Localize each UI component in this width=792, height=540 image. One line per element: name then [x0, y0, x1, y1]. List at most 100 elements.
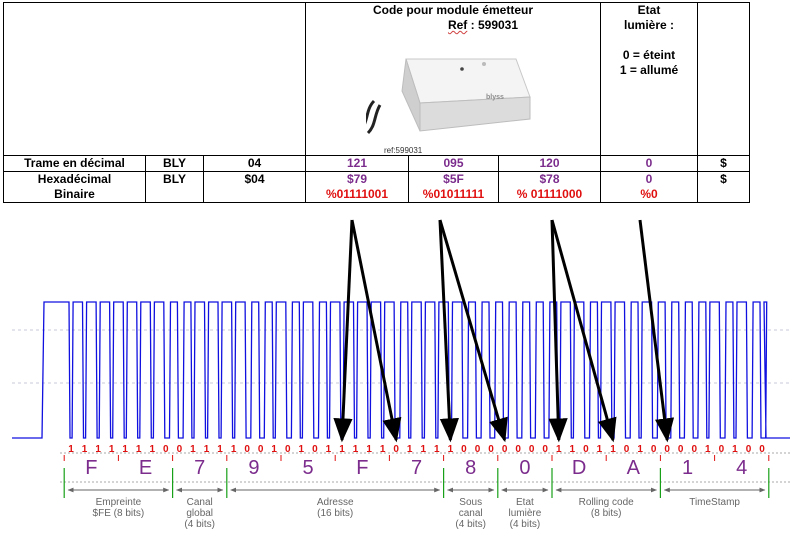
bit-label: 1 [407, 444, 413, 455]
field-label: (4 bits) [510, 519, 541, 530]
bit-label: 1 [556, 444, 562, 455]
device-ref-caption: ref:599031 [384, 146, 423, 155]
bit-label: 1 [732, 444, 738, 455]
bit-label: 0 [542, 444, 548, 455]
cell-hex-78: $78 % 01111000 [498, 171, 601, 203]
bit-label: 0 [488, 444, 494, 455]
hex-digit: 1 [682, 457, 693, 479]
bin-79: %01111001 [325, 187, 389, 201]
field-label: Sous [459, 497, 482, 508]
bit-label: 1 [448, 444, 454, 455]
bit-label: 0 [624, 444, 630, 455]
table-header-empty [3, 2, 306, 156]
bit-label: 1 [136, 444, 142, 455]
cell-hex-5f: $5F %01011111 [408, 171, 499, 203]
bit-label: 1 [380, 444, 386, 455]
frame-table: Code pour module émetteur Ref : 599031 b… [3, 2, 750, 203]
mapping-arrow [548, 219, 568, 443]
hex-digit: D [572, 457, 586, 479]
row-hex-bin-label: Hexadécimal Binaire [3, 171, 146, 203]
bin-78: % 01111000 [516, 187, 583, 201]
bit-label: 0 [678, 444, 684, 455]
hex-digit: 7 [194, 457, 205, 479]
bit-label: 0 [746, 444, 752, 455]
hex-digit: 9 [248, 457, 259, 479]
bit-label: 1 [353, 444, 359, 455]
bit-label: 0 [461, 444, 467, 455]
mapping-arrows [333, 219, 675, 443]
etat-header-cell: Etat lumière : 0 = éteint 1 = allumé [600, 2, 698, 156]
ref-word: Ref [447, 18, 468, 32]
cell-hex-79: $79 %01111001 [305, 171, 409, 203]
device-brand: blyss [486, 94, 504, 101]
etat-off-legend: 0 = éteint [622, 48, 676, 62]
mapping-arrow [550, 219, 617, 443]
bit-label: 0 [475, 444, 481, 455]
hex-digit-row [60, 452, 790, 483]
cell-decimal-120: 120 [498, 155, 601, 172]
hex-digit: 7 [411, 457, 422, 479]
transmitter-module-image: blyss [366, 58, 531, 135]
row-decimal-label: Trame en décimal [3, 155, 146, 172]
bit-label: 1 [610, 444, 616, 455]
hex-digit: 5 [303, 457, 314, 479]
bit-label: 0 [393, 444, 399, 455]
signal-trace [12, 301, 790, 439]
ref-value: : 599031 [467, 18, 519, 32]
row-bin-label: Binaire [54, 187, 95, 201]
bit-label: 0 [312, 444, 318, 455]
bit-label: 1 [95, 444, 101, 455]
bit-label: 0 [692, 444, 698, 455]
bit-label: 1 [150, 444, 156, 455]
field-label: Empreinte [96, 497, 142, 508]
bit-label: 1 [190, 444, 196, 455]
bit-label: 1 [597, 444, 603, 455]
bit-label: 1 [705, 444, 711, 455]
bit-label: 1 [122, 444, 128, 455]
etat-on-legend: 1 = allumé [619, 63, 679, 77]
cell-hex-bly: BLY [145, 171, 204, 203]
bit-label: 0 [502, 444, 508, 455]
bit-label: 0 [719, 444, 725, 455]
bit-label: 1 [204, 444, 210, 455]
table-header-last [697, 2, 750, 156]
field-label: (4 bits) [455, 519, 486, 530]
bit-label: 1 [570, 444, 576, 455]
bit-label: 1 [326, 444, 332, 455]
bit-label: 1 [109, 444, 115, 455]
etat-title-2: lumière : [623, 18, 674, 32]
hex-digit: F [85, 457, 97, 479]
table-row: Trame en décimal BLY 04 121 095 120 0 $ [3, 155, 750, 172]
cell-hex-04: $04 [203, 171, 306, 203]
bit-label: 0 [583, 444, 589, 455]
bit-label: 1 [68, 444, 74, 455]
bit-label: 0 [163, 444, 169, 455]
bit-label: 0 [529, 444, 535, 455]
field-label: Etat [516, 497, 534, 508]
bit-label: 0 [515, 444, 521, 455]
field-label: (4 bits) [184, 519, 215, 530]
field-label: $FE (8 bits) [93, 508, 145, 519]
hex-digit: 8 [465, 457, 476, 479]
hex-digit: F [356, 457, 368, 479]
hex-digit: E [139, 457, 152, 479]
signal-waveform [12, 301, 790, 439]
table-row: Hexadécimal Binaire BLY $04 $79 %0111100… [3, 171, 750, 203]
bit-label: 0 [651, 444, 657, 455]
bit-label: 1 [299, 444, 305, 455]
field-label: canal [459, 508, 483, 519]
ref-line: Ref : 599031 [306, 18, 600, 33]
code-title: Code pour module émetteur [372, 3, 533, 17]
hex-digit: A [627, 457, 641, 479]
field-label: (8 bits) [591, 508, 622, 519]
field-label: global [186, 508, 213, 519]
hex-5f: $5F [443, 172, 464, 186]
hex-78: $78 [539, 172, 560, 186]
mapping-arrow [333, 219, 354, 443]
bit-label: 0 [177, 444, 183, 455]
code-header-cell: Code pour module émetteur Ref : 599031 b… [305, 2, 601, 156]
